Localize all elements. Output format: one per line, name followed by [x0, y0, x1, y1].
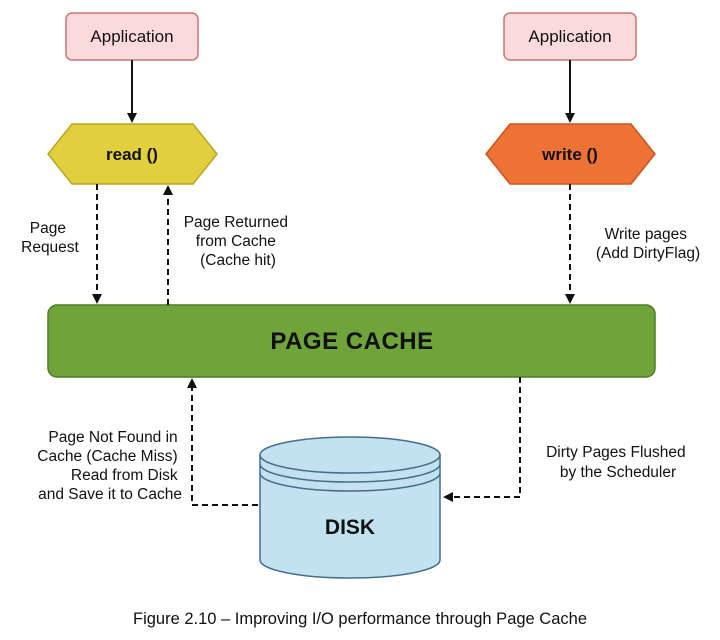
- page-cache-node: PAGE CACHE: [47, 304, 656, 378]
- label-page-returned: Page Returned from Cache (Cache hit): [184, 214, 293, 269]
- application-right-node: Application: [503, 12, 637, 61]
- application-left-label: Application: [90, 27, 173, 46]
- disk-ring-2: [259, 472, 441, 492]
- arrow-dirty-flush: [443, 377, 521, 502]
- read-node: read (): [47, 123, 218, 185]
- page-cache-box: [47, 304, 656, 378]
- read-hexagon: [47, 123, 218, 185]
- application-left-node: Application: [65, 12, 199, 61]
- page-cache-label: PAGE CACHE: [270, 328, 433, 355]
- arrow-cache-miss: [187, 378, 258, 506]
- label-page-request: Page Request: [21, 220, 79, 256]
- read-label: read (): [106, 145, 158, 164]
- write-hexagon: [485, 123, 656, 185]
- label-dirty-flushed: Dirty Pages Flushed by the Scheduler: [546, 444, 690, 481]
- write-node: write (): [485, 123, 656, 185]
- application-right-label: Application: [528, 27, 611, 46]
- disk-node: DISK: [259, 436, 441, 579]
- label-cache-miss: Page Not Found in Cache (Cache Miss) Rea…: [37, 429, 182, 503]
- disk-ring-1: [259, 463, 441, 483]
- label-write-pages: Write pages (Add DirtyFlag): [596, 226, 700, 262]
- disk-label: DISK: [325, 516, 375, 539]
- disk-body: [259, 454, 441, 579]
- figure-caption: Figure 2.10 – Improving I/O performance …: [133, 610, 587, 628]
- disk-top: [259, 436, 441, 474]
- write-label: write (): [541, 145, 598, 164]
